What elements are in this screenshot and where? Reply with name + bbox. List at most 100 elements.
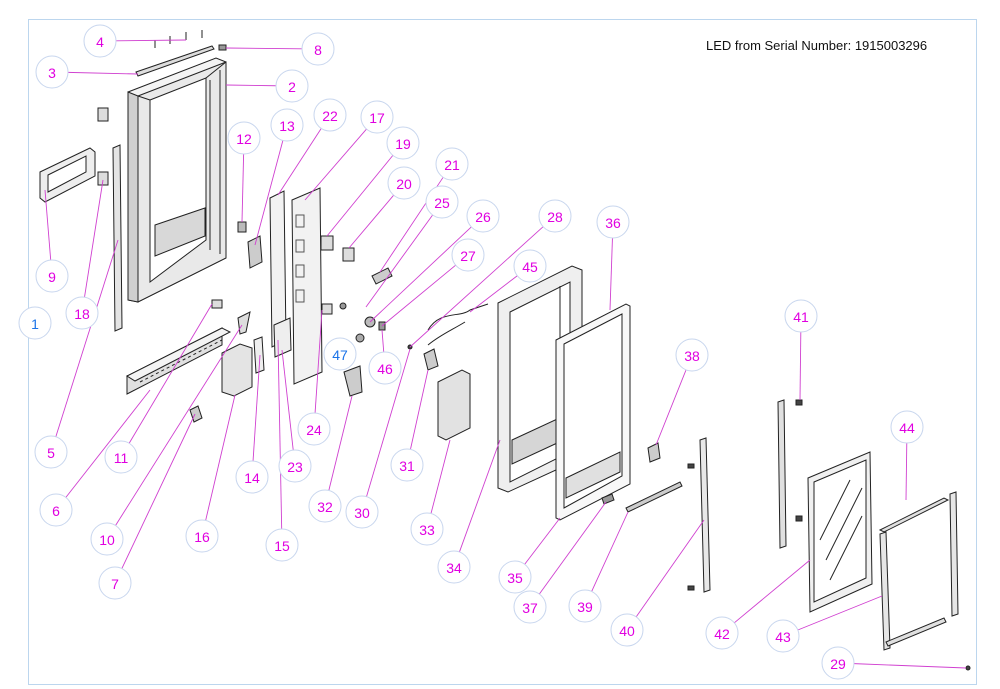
leader-line-14 [252,354,261,462]
leader-line-43 [797,595,883,631]
bracket-32 [343,365,363,397]
callout-circle [610,613,644,647]
clip-part [218,44,227,51]
leader-line-23 [281,349,294,451]
leader-line-17 [304,128,367,201]
leader-line-10 [115,324,243,526]
leader-line-3 [67,71,139,75]
callout-number: 41 [793,309,809,325]
leader-line-2 [225,84,277,87]
callout-number: 35 [507,570,523,586]
callout-circle [705,616,739,650]
callout-23: 23 [278,449,312,483]
leader-line-31 [410,369,429,450]
callout-circle [227,121,261,155]
serial-note: LED from Serial Number: 1915003296 [706,38,928,53]
callout-20: 20 [387,166,421,200]
callout-42: 42 [705,616,739,650]
callout-number: 4 [96,34,104,50]
electronics-box [221,343,253,397]
leader-line-5 [55,239,119,437]
callout-circle [35,259,69,293]
callout-number: 39 [577,599,593,615]
panel-20 [342,247,355,262]
callout-number: 40 [619,623,635,639]
leader-line-15 [277,339,283,530]
callout-17: 17 [360,100,394,134]
callout-number: 19 [395,136,411,152]
callout-circle [308,489,342,523]
callout-32: 32 [308,489,342,523]
callout-24: 24 [297,412,331,446]
callout-circle [437,550,471,584]
glass-panel [807,451,873,613]
led-strip [777,399,787,549]
leader-line-38 [655,369,687,446]
callout-4: 4 [83,24,117,58]
led-tray [125,327,232,395]
callout-circle [766,619,800,653]
callout-circle [98,566,132,600]
leader-line-35 [524,517,561,565]
callout-number: 8 [314,42,322,58]
knob-26 [339,302,347,310]
leader-line-45 [469,275,518,313]
callout-number: 9 [48,269,56,285]
callout-number: 38 [684,348,700,364]
callout-circle [65,296,99,330]
door-panel [555,303,631,521]
callout-number: 6 [52,503,60,519]
callout-8: 8 [301,32,335,66]
callout-circle [890,410,924,444]
callout-25: 25 [425,185,459,219]
callout-21: 21 [435,147,469,181]
callout-circle [323,337,357,371]
leader-line-4 [115,39,187,42]
callout-number: 27 [460,248,476,264]
callout-number: 28 [547,209,563,225]
callout-circle [498,560,532,594]
leader-line-19 [326,155,394,237]
callout-circle [784,299,818,333]
callout-29: 29 [821,646,855,680]
callout-number: 30 [354,505,370,521]
callout-40: 40 [610,613,644,647]
callout-34: 34 [437,550,471,584]
leader-line-34 [459,439,501,553]
callout-number: 23 [287,459,303,475]
leader-line-6 [65,389,151,498]
callout-circle [675,338,709,372]
callout-39: 39 [568,589,602,623]
callout-circle [235,460,269,494]
callout-number: 14 [244,470,260,486]
plate-lower [97,171,109,186]
callout-circle [35,55,69,89]
callout-7: 7 [98,566,132,600]
callout-number: 1 [31,316,39,332]
callout-number: 13 [279,118,295,134]
light-rail [699,437,711,593]
callout-number: 25 [434,195,450,211]
callout-10: 10 [90,522,124,556]
callout-number: 2 [288,79,296,95]
callout-41: 41 [784,299,818,333]
leader-line-37 [539,501,607,595]
callout-number: 34 [446,560,462,576]
leader-line-16 [205,394,236,521]
callout-circle [301,32,335,66]
leader-line-42 [734,559,811,624]
callout-3: 3 [35,55,69,89]
leader-line-27 [381,264,456,327]
callout-circle [18,306,52,340]
panel-24 [321,303,333,315]
callout-circle [83,24,117,58]
leader-line-7 [121,413,196,569]
callout-12: 12 [227,121,261,155]
callout-number: 5 [47,445,55,461]
switch-25 [371,267,393,285]
callout-number: 16 [194,529,210,545]
callout-number: 7 [111,576,119,592]
plate-upper [97,107,109,122]
callout-number: 32 [317,499,333,515]
